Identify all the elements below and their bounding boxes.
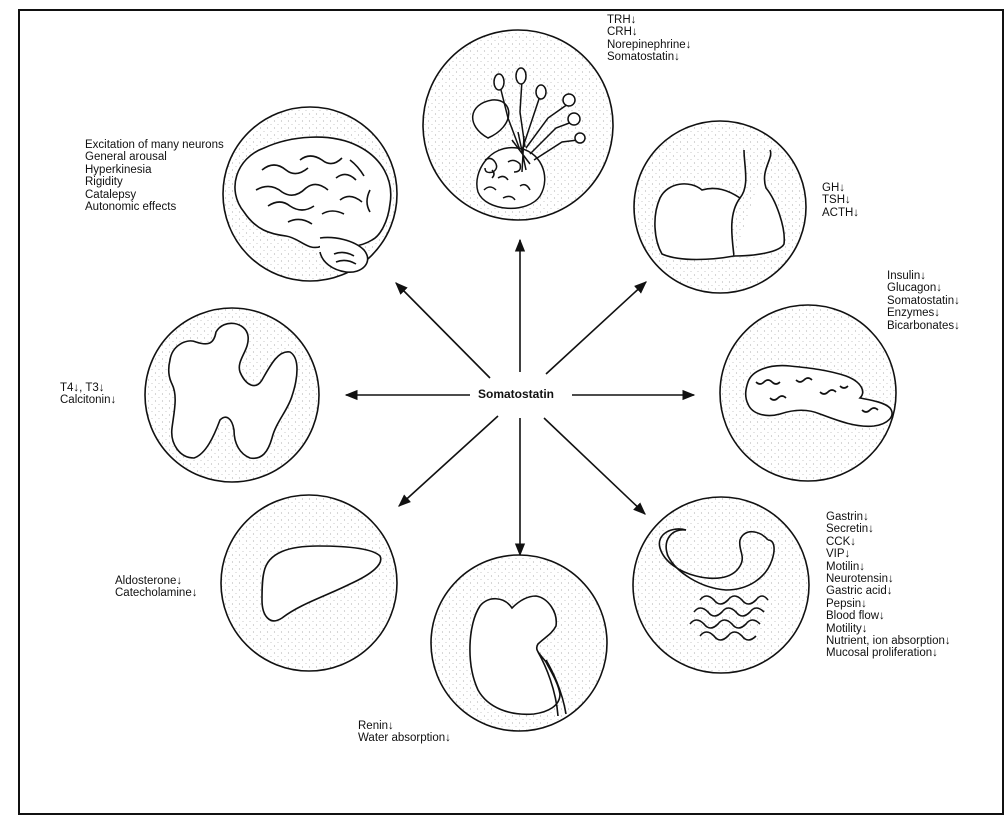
label-kidney-line: Renin↓ (358, 720, 451, 732)
label-brain-line: Rigidity (85, 176, 224, 188)
label-gut-line: Motilin↓ (826, 561, 951, 573)
label-gut-line: Mucosal proliferation↓ (826, 647, 951, 659)
label-gut-line: Gastric acid↓ (826, 585, 951, 597)
label-gut-line: Nutrient, ion absorption↓ (826, 635, 951, 647)
label-hypothalamus-line: CRH↓ (607, 26, 691, 38)
label-gut: Gastrin↓ Secretin↓ CCK↓ VIP↓ Motilin↓ Ne… (826, 511, 951, 660)
label-gut-line: Motility↓ (826, 623, 951, 635)
center-label: Somatostatin (476, 387, 556, 401)
label-pancreas-line: Glucagon↓ (887, 282, 960, 294)
label-hypothalamus-line: Somatostatin↓ (607, 51, 691, 63)
label-pancreas-line: Somatostatin↓ (887, 295, 960, 307)
label-pituitary: GH↓ TSH↓ ACTH↓ (822, 182, 859, 219)
label-gut-line: Secretin↓ (826, 523, 951, 535)
label-kidney-line: Water absorption↓ (358, 732, 451, 744)
label-thyroid-line: T4↓, T3↓ (60, 382, 116, 394)
label-adrenal: Aldosterone↓ Catecholamine↓ (115, 575, 197, 600)
label-adrenal-line: Aldosterone↓ (115, 575, 197, 587)
label-gut-line: Gastrin↓ (826, 511, 951, 523)
label-brain-line: Autonomic effects (85, 201, 224, 213)
label-brain-line: Hyperkinesia (85, 164, 224, 176)
label-gut-line: VIP↓ (826, 548, 951, 560)
label-brain-line: Excitation of many neurons (85, 139, 224, 151)
arrow-to-brain (396, 283, 490, 378)
label-brain-line: Catalepsy (85, 189, 224, 201)
label-thyroid-line: Calcitonin↓ (60, 394, 116, 406)
label-pituitary-line: TSH↓ (822, 194, 859, 206)
label-thyroid: T4↓, T3↓ Calcitonin↓ (60, 382, 116, 407)
label-pancreas: Insulin↓ Glucagon↓ Somatostatin↓ Enzymes… (887, 270, 960, 332)
label-pancreas-line: Insulin↓ (887, 270, 960, 282)
label-gut-line: Neurotensin↓ (826, 573, 951, 585)
label-pituitary-line: GH↓ (822, 182, 859, 194)
label-pancreas-line: Bicarbonates↓ (887, 320, 960, 332)
arrow-to-adrenal (399, 416, 498, 506)
label-brain-line: General arousal (85, 151, 224, 163)
gut-circle (633, 497, 809, 673)
label-hypothalamus-line: Norepinephrine↓ (607, 39, 691, 51)
label-hypothalamus: TRH↓ CRH↓ Norepinephrine↓ Somatostatin↓ (607, 14, 691, 64)
arrow-to-pituitary (546, 282, 646, 374)
label-gut-line: CCK↓ (826, 536, 951, 548)
label-hypothalamus-line: TRH↓ (607, 14, 691, 26)
label-kidney: Renin↓ Water absorption↓ (358, 720, 451, 745)
label-brain: Excitation of many neurons General arous… (85, 139, 224, 213)
label-adrenal-line: Catecholamine↓ (115, 587, 197, 599)
label-pancreas-line: Enzymes↓ (887, 307, 960, 319)
label-pituitary-line: ACTH↓ (822, 207, 859, 219)
label-gut-line: Pepsin↓ (826, 598, 951, 610)
arrow-to-gut (544, 418, 645, 514)
label-gut-line: Blood flow↓ (826, 610, 951, 622)
